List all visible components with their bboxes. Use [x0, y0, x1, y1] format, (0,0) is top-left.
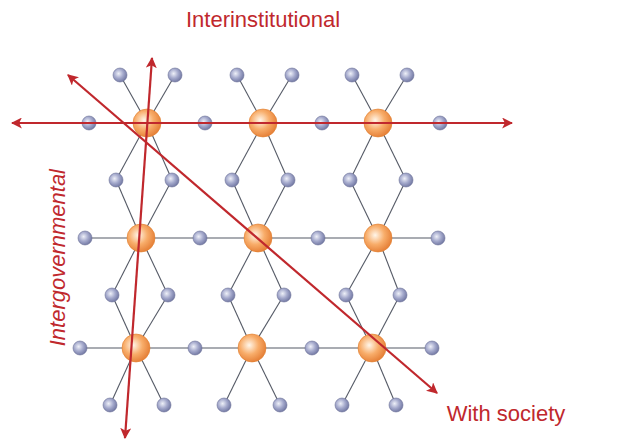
small-node-dot — [311, 231, 325, 245]
small-node-dot — [305, 341, 319, 355]
axis-label: Intergovernmental — [45, 169, 70, 346]
small-node-dot — [431, 231, 445, 245]
small-node-dot — [168, 68, 182, 82]
direction-arrow — [68, 75, 437, 393]
small-node-dot — [285, 68, 299, 82]
axis-label: With society — [447, 401, 566, 426]
small-node-dot — [217, 398, 231, 412]
small-node-dot — [221, 288, 235, 302]
direction-arrow — [125, 58, 152, 438]
small-node-dot — [343, 173, 357, 187]
axis-label: Interinstitutional — [186, 7, 340, 32]
small-node-dot — [103, 398, 117, 412]
small-node-dot — [161, 288, 175, 302]
hub-node-dot — [364, 224, 392, 252]
small-node-dot — [225, 173, 239, 187]
small-node-dot — [345, 68, 359, 82]
small-node-dot — [73, 341, 87, 355]
small-node-dot — [339, 288, 353, 302]
small-node-dot — [400, 68, 414, 82]
small-node-dot — [193, 231, 207, 245]
small-node-dot — [157, 398, 171, 412]
small-node-dot — [188, 341, 202, 355]
direction-arrow — [12, 122, 512, 124]
small-node-dot — [230, 68, 244, 82]
small-node-dot — [335, 398, 349, 412]
small-node-dot — [165, 173, 179, 187]
small-node-dot — [281, 173, 295, 187]
small-node-dot — [389, 398, 403, 412]
small-node-dot — [277, 288, 291, 302]
small-node-dot — [273, 398, 287, 412]
small-node-dot — [399, 173, 413, 187]
small-node-dot — [109, 173, 123, 187]
small-node-dot — [78, 231, 92, 245]
small-node-dot — [393, 288, 407, 302]
hub-node-dot — [122, 334, 150, 362]
hub-node-dot — [238, 334, 266, 362]
small-node-dot — [425, 341, 439, 355]
small-node-dot — [105, 288, 119, 302]
small-node-dot — [113, 68, 127, 82]
